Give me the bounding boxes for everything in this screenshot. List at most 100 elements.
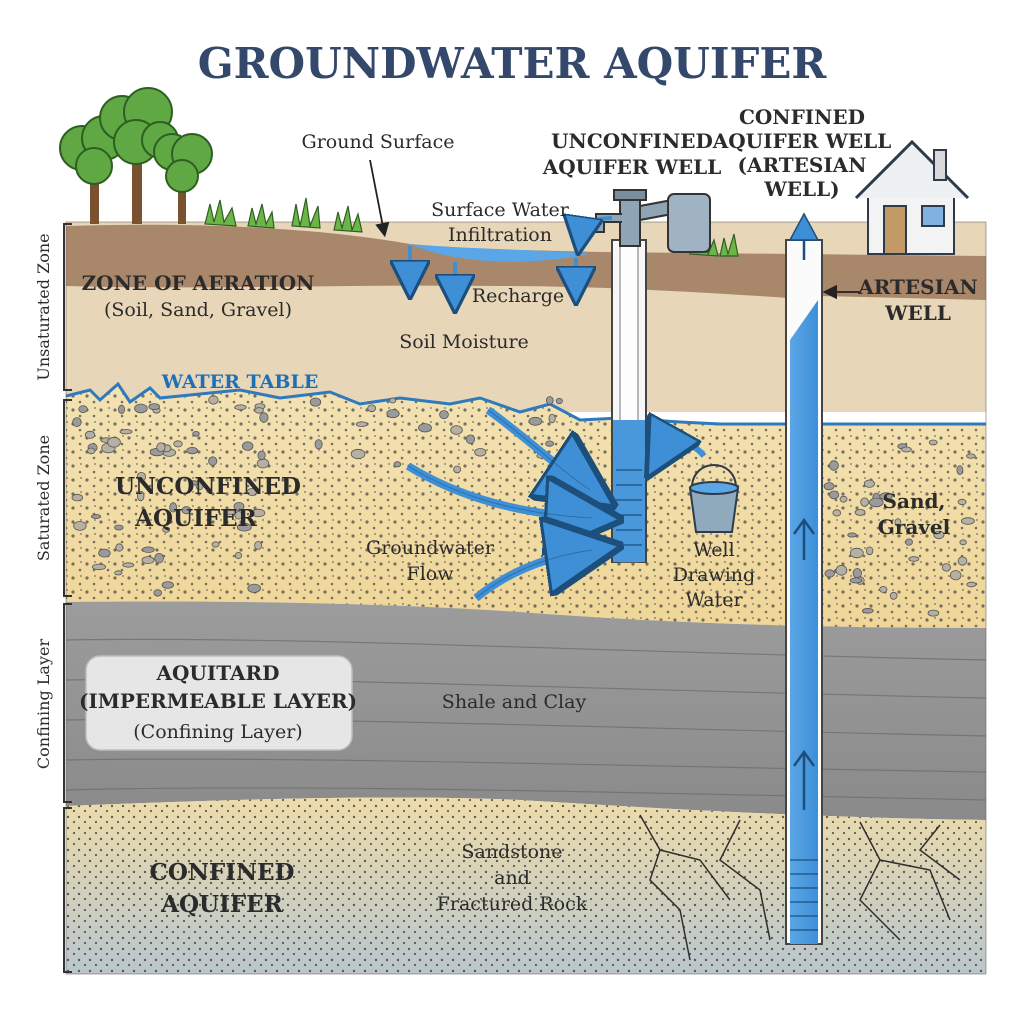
pebble (114, 570, 123, 576)
sand-gravel-label-1: Sand, (883, 489, 946, 513)
pebble (153, 589, 162, 597)
pebble (234, 552, 242, 560)
confined-aquifer-label-2: AQUIFER (160, 891, 284, 918)
aquitard-label-3: (Confining Layer) (133, 721, 302, 743)
pebble (474, 448, 487, 457)
pebble (254, 541, 263, 550)
pebble (956, 465, 964, 476)
recharge-label: Recharge (472, 285, 564, 307)
pebble (961, 517, 975, 525)
pebble (894, 518, 902, 527)
pebble (162, 526, 171, 533)
pebble (959, 539, 967, 546)
unconfined-aquifer-label-1: UNCONFINED (115, 473, 301, 500)
shale-clay-label: Shale and Clay (442, 691, 587, 713)
pebble (393, 461, 402, 468)
pebble (186, 446, 199, 455)
pebble (148, 403, 161, 411)
pebble (98, 548, 111, 558)
pebble (941, 563, 951, 572)
pebble (861, 607, 874, 614)
unconfined-well (595, 189, 711, 563)
aquitard-label-box (85, 655, 353, 751)
ground-surface-pointer (369, 159, 390, 238)
pebble (256, 458, 270, 469)
pebble (87, 447, 96, 455)
pebble (247, 583, 262, 593)
well-drawing-label-2: Drawing (673, 564, 755, 586)
side-label-confining: Confining Layer (34, 639, 53, 770)
pebble (835, 564, 848, 576)
pebble (136, 471, 146, 482)
pebble (92, 563, 107, 571)
pebble (241, 441, 254, 451)
pebble (142, 546, 155, 553)
pebble (386, 409, 400, 419)
pebble (966, 453, 976, 459)
pebble (868, 497, 884, 508)
cross-section (66, 222, 986, 974)
pebble (465, 434, 475, 445)
well-drawing-label-1: Well (693, 539, 734, 561)
zone-aeration-label-2: (Soil, Sand, Gravel) (104, 299, 292, 321)
pebble (545, 396, 554, 405)
pebble (453, 465, 462, 474)
pebble (879, 586, 888, 593)
aquitard-label-1: AQUITARD (155, 661, 279, 685)
well-water (613, 420, 645, 562)
topsoil-layer (66, 224, 986, 300)
pebble (389, 397, 397, 404)
pebble (832, 509, 842, 517)
pebble (355, 421, 368, 427)
pebble (154, 553, 164, 564)
pebble (839, 495, 848, 503)
pebble (161, 581, 174, 589)
pebble (246, 488, 258, 496)
pebble (966, 581, 977, 588)
pebble (119, 429, 133, 435)
pebble (367, 404, 377, 413)
pebble (107, 436, 121, 448)
sandstone-label-2: and (494, 867, 530, 889)
pebble (118, 404, 126, 414)
pebble (957, 556, 968, 566)
pebble (84, 430, 96, 439)
pump-outflow-arrow (580, 218, 613, 240)
pebble (156, 442, 166, 453)
groundwater-flow-label-1: Groundwater (366, 537, 495, 559)
gravel-pebbles (71, 395, 977, 617)
pebble (73, 521, 87, 531)
pebble (889, 591, 898, 600)
pebble (122, 562, 135, 568)
sandstone-label-1: Sandstone (461, 841, 562, 863)
pebble (950, 570, 962, 581)
pebble (555, 397, 563, 405)
water-table-label: WATER TABLE (161, 371, 319, 393)
pebble (208, 456, 218, 466)
soil-moisture-label: Soil Moisture (399, 331, 529, 353)
pebble (188, 480, 199, 486)
confined-aquifer-label-1: CONFINED (150, 859, 295, 886)
house (854, 139, 970, 255)
pebble (905, 538, 913, 546)
pebble (314, 439, 323, 450)
pebble (829, 460, 839, 471)
pebble (450, 425, 463, 435)
pebble (350, 448, 366, 460)
artesian-well (785, 212, 823, 945)
confined-well-label-1: CONFINED (739, 105, 865, 129)
pebble (141, 556, 155, 564)
side-label-unsaturated: Unsaturated Zone (34, 233, 53, 380)
rock-fractures (639, 814, 961, 961)
page-title: GROUNDWATER AQUIFER (198, 39, 828, 88)
pebble (169, 502, 178, 513)
pebble (309, 397, 322, 407)
confined-well-label-2: AQUIFER WELL (712, 129, 892, 153)
infiltration-label-2: Infiltration (448, 224, 552, 246)
ground-surface-label: Ground Surface (302, 131, 455, 153)
side-label-saturated: Saturated Zone (34, 435, 53, 561)
pebble (134, 403, 148, 414)
pebble (849, 547, 864, 559)
zone-aeration-label-1: ZONE OF AERATION (82, 271, 315, 295)
